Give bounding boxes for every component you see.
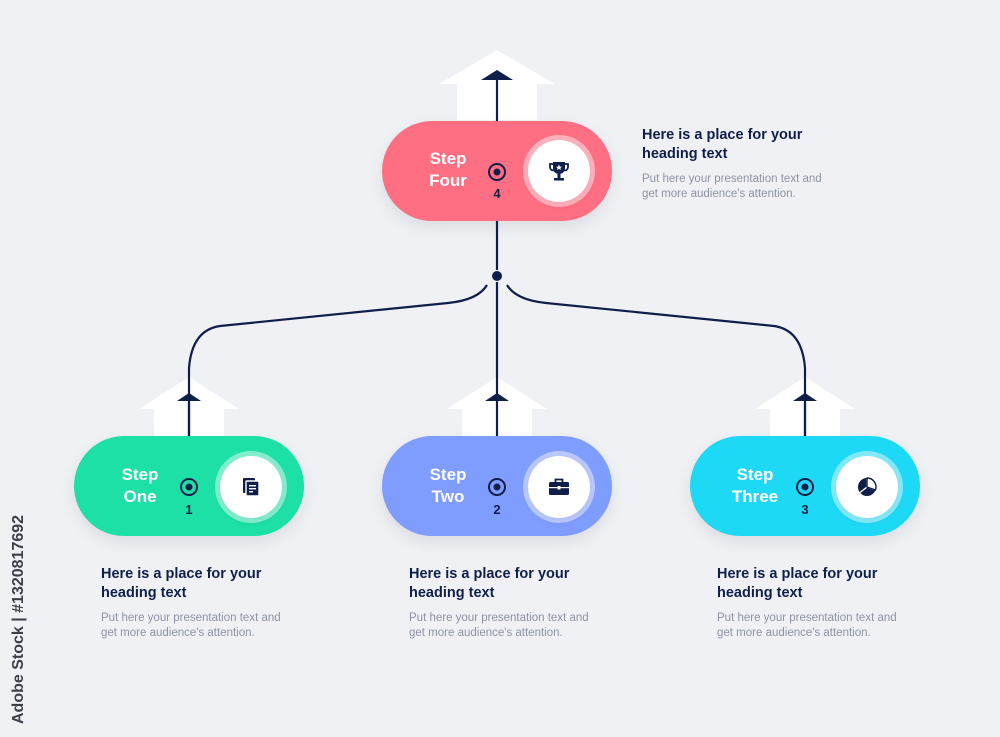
step-one-label-line2: One	[123, 487, 157, 506]
step-one-text-block: Here is a place for your heading text Pu…	[101, 565, 301, 641]
junction-dot	[492, 271, 502, 281]
step-one-number: 1	[185, 502, 193, 517]
stock-watermark: Adobe Stock | #1320817692	[8, 494, 32, 724]
step-three-label-line2: Three	[731, 487, 779, 506]
pie-chart-icon	[856, 476, 878, 498]
step-four-label-line2: Four	[429, 171, 467, 190]
step-two-number: 2	[493, 502, 501, 517]
arrow-head-step4	[481, 70, 513, 80]
step-three-number: 3	[801, 502, 809, 517]
watermark-text: Adobe Stock | #1320817692	[10, 514, 27, 724]
step-four-text-block: Here is a place for your heading text Pu…	[642, 126, 842, 202]
step-four-label-line1: Step	[429, 149, 467, 168]
document-icon	[240, 476, 262, 498]
step-two-label-line1: Step	[429, 465, 467, 484]
step-two-icon-circle	[528, 456, 590, 518]
step-four-body: Put here your presentation text and get …	[642, 173, 822, 200]
step-three-body: Put here your presentation text and get …	[717, 612, 897, 639]
arrow-head-step2	[485, 393, 509, 401]
step-four-icon-circle	[528, 140, 590, 202]
trophy-icon	[548, 160, 570, 182]
step-three-icon-circle	[836, 456, 898, 518]
step-three-text-block: Here is a place for your heading text Pu…	[717, 565, 917, 641]
step-three-label-line1: Step	[736, 465, 774, 484]
briefcase-icon	[547, 476, 571, 498]
arrow-heads	[177, 70, 817, 401]
step-one-label-line1: Step	[121, 465, 159, 484]
step-two-text-block: Here is a place for your heading text Pu…	[409, 565, 609, 641]
step-three-label: Step Three	[712, 464, 798, 508]
step-two-heading: Here is a place for your heading text	[409, 566, 570, 601]
step-three-heading: Here is a place for your heading text	[717, 566, 878, 601]
step-one-icon-circle	[220, 456, 282, 518]
arrow-head-step3	[793, 393, 817, 401]
step-two-label: Step Two	[410, 464, 486, 508]
step-one-body: Put here your presentation text and get …	[101, 612, 281, 639]
step-two-label-line2: Two	[431, 487, 465, 506]
step-one-label: Step One	[102, 464, 178, 508]
arrow-head-step1	[177, 393, 201, 401]
step-four-label: Step Four	[410, 148, 486, 192]
step-four-number: 4	[493, 186, 501, 201]
step-one-heading: Here is a place for your heading text	[101, 566, 262, 601]
step-four-heading: Here is a place for your heading text	[642, 127, 803, 162]
step-two-body: Put here your presentation text and get …	[409, 612, 589, 639]
